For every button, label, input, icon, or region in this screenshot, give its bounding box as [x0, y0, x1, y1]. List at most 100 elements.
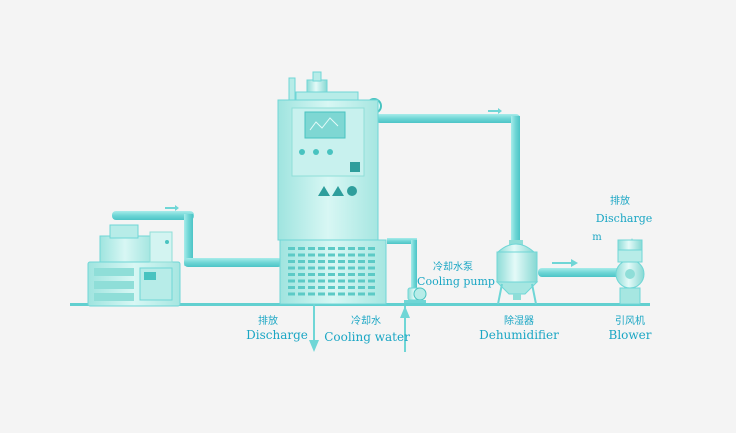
vent-slot [288, 286, 295, 289]
main-cabinet [277, 71, 387, 305]
vent-slot [298, 253, 305, 257]
vent-slot [368, 266, 375, 270]
vent-slot [298, 279, 305, 283]
vent-slot [358, 279, 365, 283]
blower [615, 239, 645, 305]
arrow-down-icon [309, 340, 319, 352]
feed-machine-top [99, 235, 151, 263]
vent-slot [308, 273, 315, 276]
dehumidifier-tank [496, 251, 538, 283]
warning-triangle-icon [318, 186, 330, 196]
vent-slot [338, 260, 345, 263]
vent-slot [318, 247, 325, 250]
vent-slot [348, 260, 355, 263]
vent-slot [358, 247, 365, 250]
cooling-pump [404, 287, 427, 303]
vent-slot [298, 286, 305, 289]
exhaust-pipe-down [511, 116, 520, 244]
vent-slot [308, 247, 315, 250]
top-discharge-label-en: Discharge [596, 212, 653, 225]
blower-label-en: Blower [609, 328, 652, 342]
vent-slot [308, 253, 315, 257]
vent-slot [288, 266, 295, 270]
feed-machine [87, 224, 181, 307]
vent-slot [328, 286, 335, 289]
vent-slot [368, 253, 375, 257]
vent-slot [318, 260, 325, 263]
discharge-label-cn: 排放 [258, 314, 278, 327]
arrow-right-icon [552, 259, 578, 267]
vent-slot [288, 247, 295, 250]
arrow-right-icon [165, 205, 179, 211]
vent-slot [348, 266, 355, 270]
dehumidifier [495, 240, 539, 305]
vent-slot [308, 292, 315, 296]
vent-slot [348, 279, 355, 283]
vent-slot [368, 279, 375, 283]
dehumidifier-label-en: Dehumidifier [479, 328, 559, 342]
vent-slot [368, 273, 375, 276]
vent-slot [348, 253, 355, 257]
control-knob-icon [299, 149, 305, 155]
vent-slot [318, 266, 325, 270]
vent-slot [348, 273, 355, 276]
cooling-water-label-en: Cooling water [324, 330, 410, 344]
vent-slot [368, 247, 375, 250]
vent-slot [358, 266, 365, 270]
vent-slot [308, 260, 315, 263]
vent-slot [318, 253, 325, 257]
vent-slot [298, 292, 305, 296]
vent-slot [328, 247, 335, 250]
vent-slot [298, 260, 305, 263]
vent-slot [358, 253, 365, 257]
cooling-pump-label-cn: 冷却水泵 [433, 260, 473, 273]
vent-slot [348, 292, 355, 296]
arrow-up-icon [400, 306, 410, 318]
vent-slot [328, 253, 335, 257]
power-switch-icon [350, 162, 360, 172]
cabinet-vents [288, 247, 375, 296]
vent-slot [318, 273, 325, 276]
blower-feed-pipe [538, 268, 624, 277]
vent-slot [308, 286, 315, 289]
exhaust-marker-label: m [592, 232, 602, 243]
feed-pipe-drop [184, 214, 193, 266]
vent-slot [288, 253, 295, 257]
feed-pipe-bottom [184, 258, 282, 267]
vent-slot [358, 292, 365, 296]
vent-slot [368, 286, 375, 289]
warning-triangle-icon [332, 186, 344, 196]
vent-slot [338, 247, 345, 250]
vent-slot [338, 279, 345, 283]
vent-slot [368, 292, 375, 296]
vent-slot [298, 247, 305, 250]
vent-slot [328, 266, 335, 270]
control-knob-icon [327, 149, 333, 155]
vent-slot [338, 266, 345, 270]
vent-slot [298, 266, 305, 270]
vent-slot [358, 260, 365, 263]
vent-slot [288, 273, 295, 276]
cooling-pipe-v [411, 240, 417, 290]
vent-slot [348, 286, 355, 289]
dehumidifier-label-cn: 除湿器 [504, 314, 534, 327]
exhaust-pipe-top [376, 114, 520, 123]
cooling-pipe-h [387, 238, 417, 244]
feed-pipe-top [112, 211, 194, 220]
vent-slot [288, 292, 295, 296]
arrow-right-icon [488, 108, 502, 114]
blower-label-cn: 引风机 [615, 314, 645, 327]
vent-slot [358, 286, 365, 289]
vent-slot [328, 292, 335, 296]
vent-slot [318, 279, 325, 283]
vent-slot [328, 273, 335, 276]
vent-slot [288, 260, 295, 263]
vent-slot [338, 273, 345, 276]
vent-slot [308, 279, 315, 283]
cooling-water-label-cn: 冷却水 [351, 314, 381, 327]
control-knob-icon [313, 149, 319, 155]
vent-slot [338, 292, 345, 296]
vent-slot [338, 286, 345, 289]
